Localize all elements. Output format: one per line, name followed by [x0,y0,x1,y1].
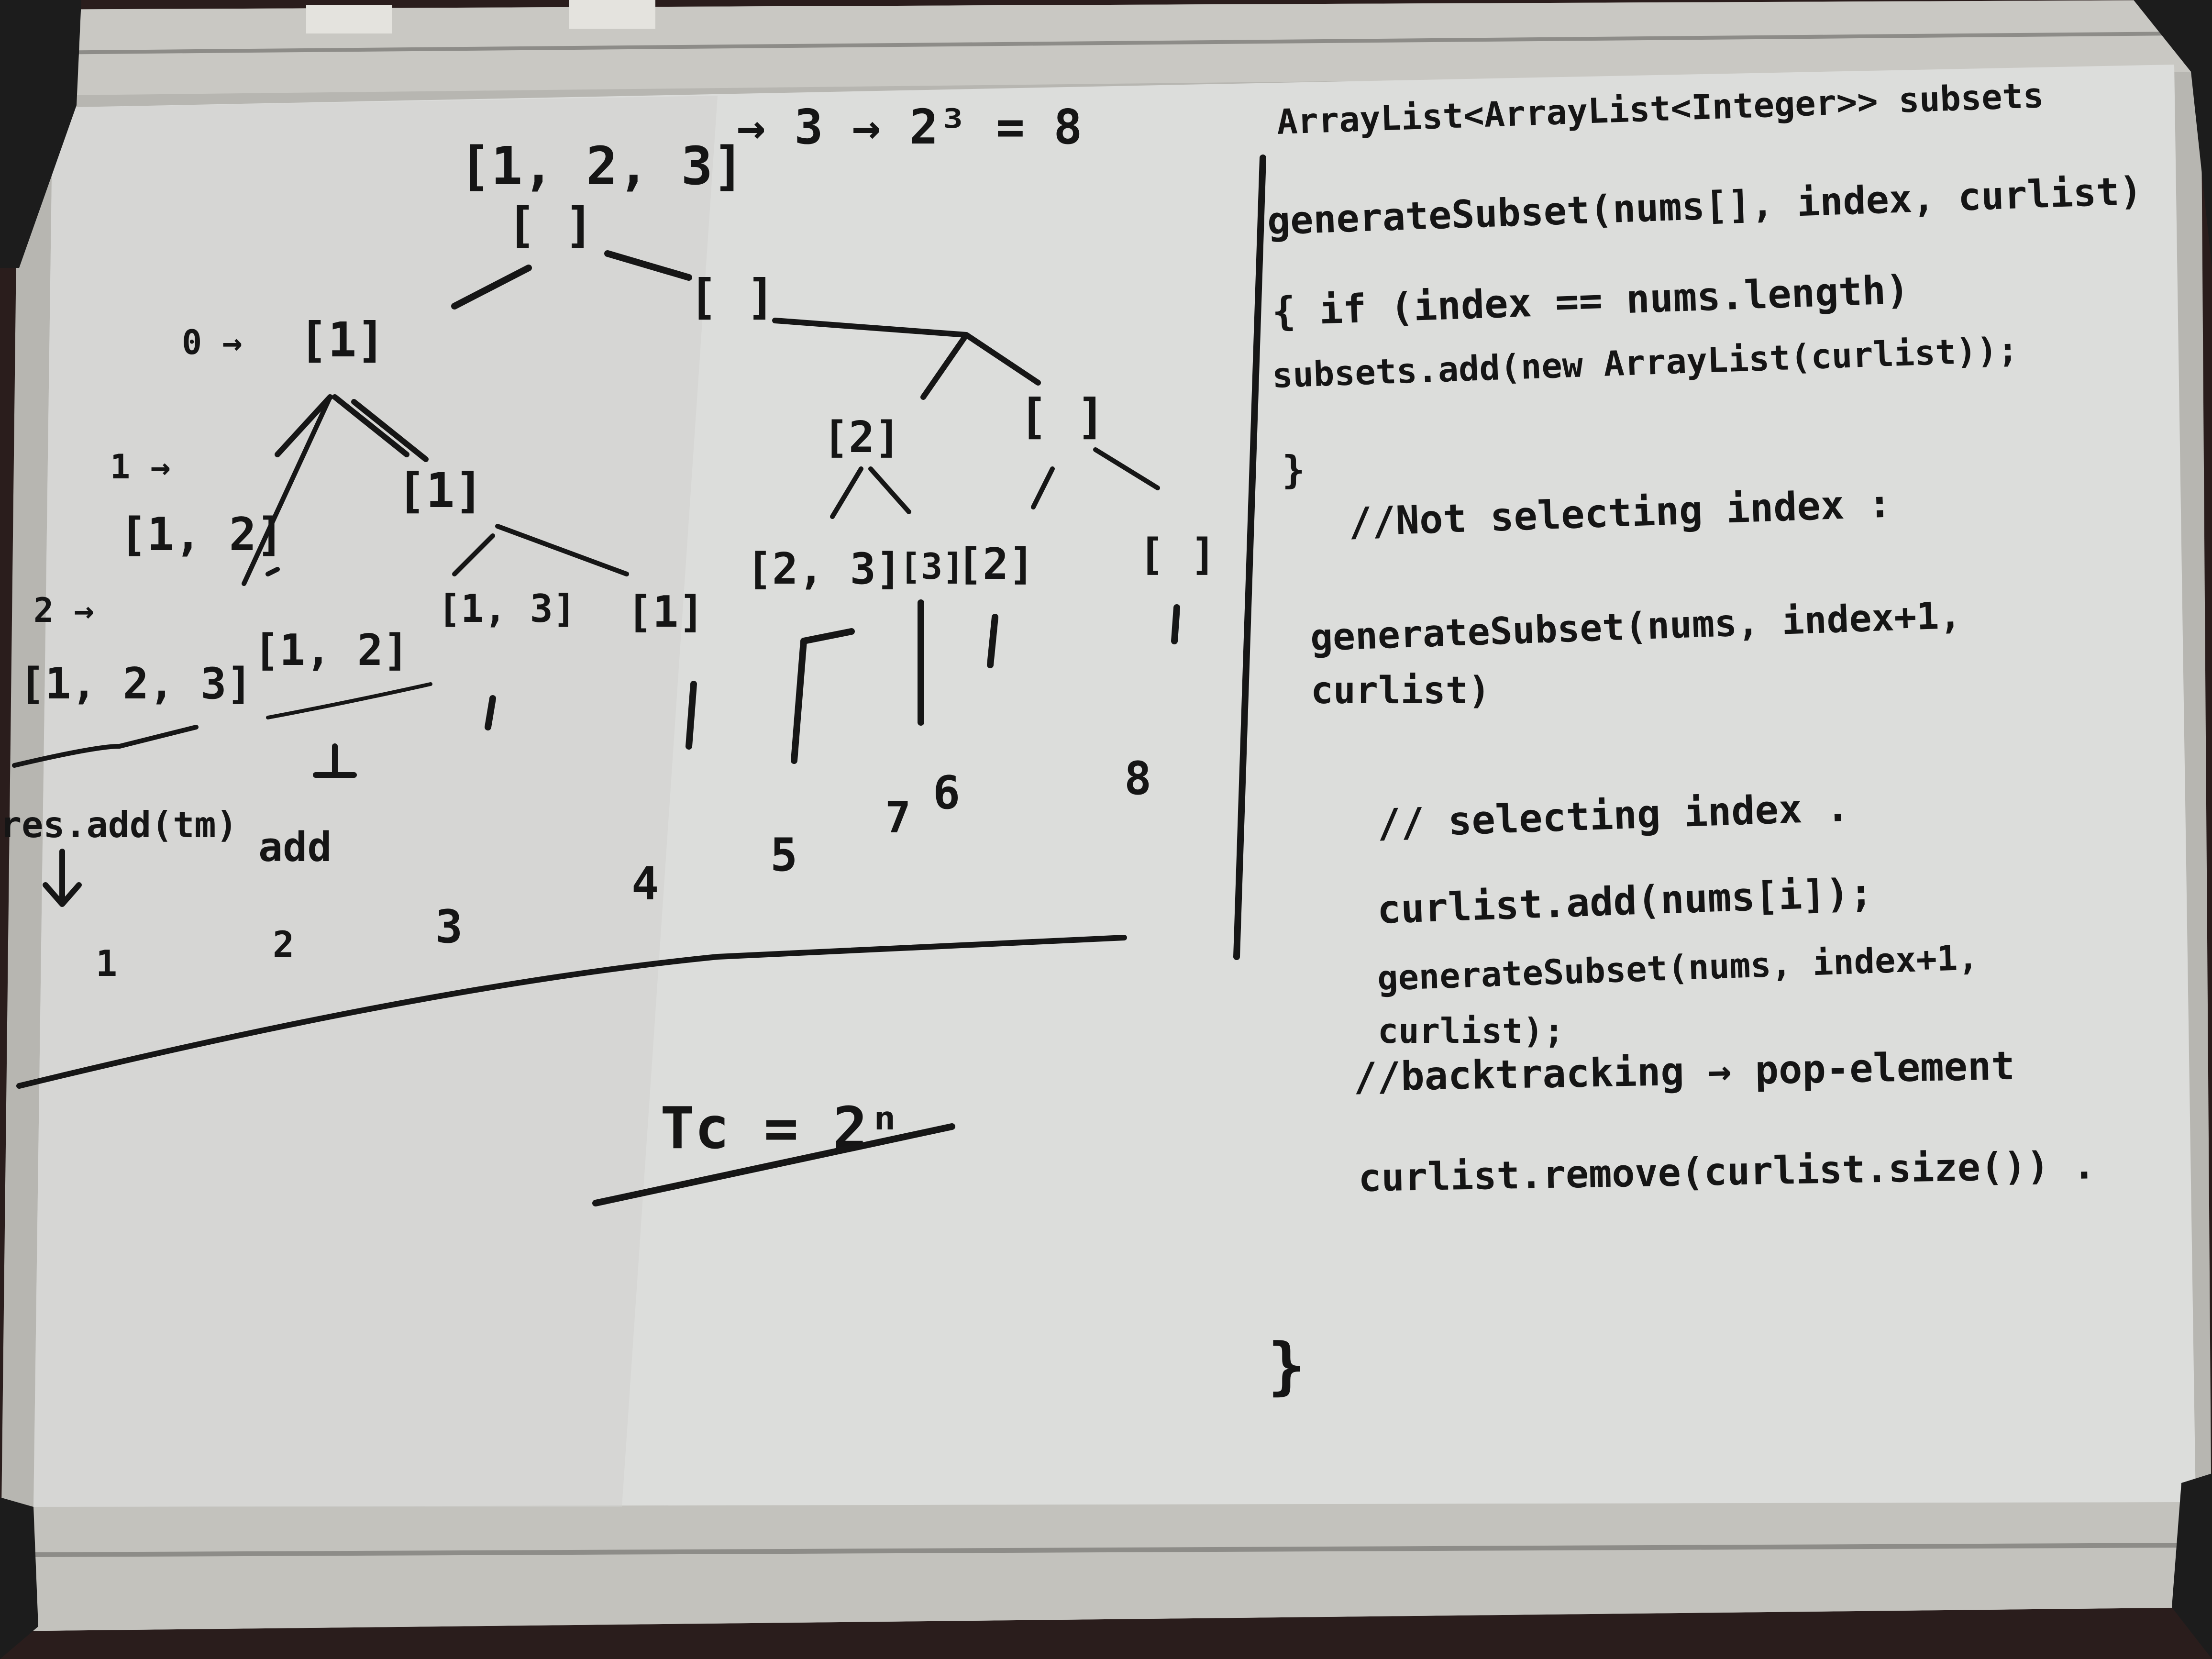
leaf-number-4: 4 [631,858,659,910]
level2-node-7: [2] [957,539,1035,589]
leaf-number-6: 6 [933,767,960,819]
level2-node-8: [ ] [1139,530,1217,580]
code-line-12: curlist); [1378,1011,1564,1051]
level2-node-2: [1, 2] [254,625,409,675]
level1-node-2: [1] [397,463,484,519]
code-line-8: curlist) [1311,669,1491,712]
edge-left-level1 [275,394,429,462]
frame-groove-top [38,32,2182,55]
frame-groove-bottom [28,1543,2196,1557]
edge-right-level1 [772,318,1041,400]
recursion-tree: [1, 2, 3] → 3 → 2³ = 8 [ ] 0 → [1] [ ] 1… [0,99,1217,1206]
board-frame-top-rail [19,0,2201,96]
leaf-number-1: 1 [96,942,117,984]
level2-node-3: [1, 3] [438,586,576,631]
brace-first-leaf [12,725,199,768]
level1-node-3: [2] [823,412,901,463]
leaf-note-second: add [258,824,332,871]
code-line-15: } [1268,1329,1305,1402]
arrow-down-second [313,743,357,778]
divider-line [1233,155,1266,960]
frame-corner-top-right [2134,0,2212,268]
leaf-number-5: 5 [770,829,797,882]
level2-node-1: [1, 2, 3] [19,659,253,709]
level0-right-node: [ ] [689,269,775,325]
leaf-stems [485,599,1180,764]
board-frame-bottom-rail [0,1502,2212,1631]
root-set: [1, 2, 3] [459,135,744,197]
sketch-underline [16,935,1127,1089]
board-surface-shade [33,96,718,1507]
root-node: [ ] [507,197,594,253]
level0-left-node: [1] [299,312,386,368]
frame-corner-top-left [0,0,81,268]
level2-node-5: [2, 3] [746,544,902,594]
level1-index-label: 1 → [110,447,170,487]
edge-root-right [604,250,692,281]
leaf-number-2: 2 [273,923,294,965]
level2-index-label: 2 → [33,591,94,630]
brace-second-leaf [266,682,432,719]
level0-index-label: 0 → [182,323,242,362]
complexity-underline [592,1123,955,1206]
leaf-number-3: 3 [435,901,463,953]
leaf-number-7: 7 [885,793,911,843]
leaf-number-8: 8 [1124,752,1151,805]
edge-level1-level2-right [830,447,1160,519]
marker-clip-right [569,0,655,29]
level2-node-6: [3] [899,545,964,587]
time-complexity: Tc = 2ⁿ [660,1095,902,1162]
level2-node-4: [1] [627,587,705,637]
code-line-5: } [1282,448,1305,492]
frame-corner-bottom-right [2172,1473,2212,1659]
marker-clip-left [306,5,392,33]
leaf-note-first: res.add(tm) [0,804,238,846]
edge-level1-level2-left [242,395,332,586]
edge-root-left [451,265,532,310]
frame-corner-bottom-left [0,1497,38,1659]
root-note: → 3 → 2³ = 8 [737,99,1082,155]
level1-node-4: [ ] [1019,388,1106,444]
edge-level1-level2-mid [452,524,629,576]
arrow-down-first [43,849,82,907]
